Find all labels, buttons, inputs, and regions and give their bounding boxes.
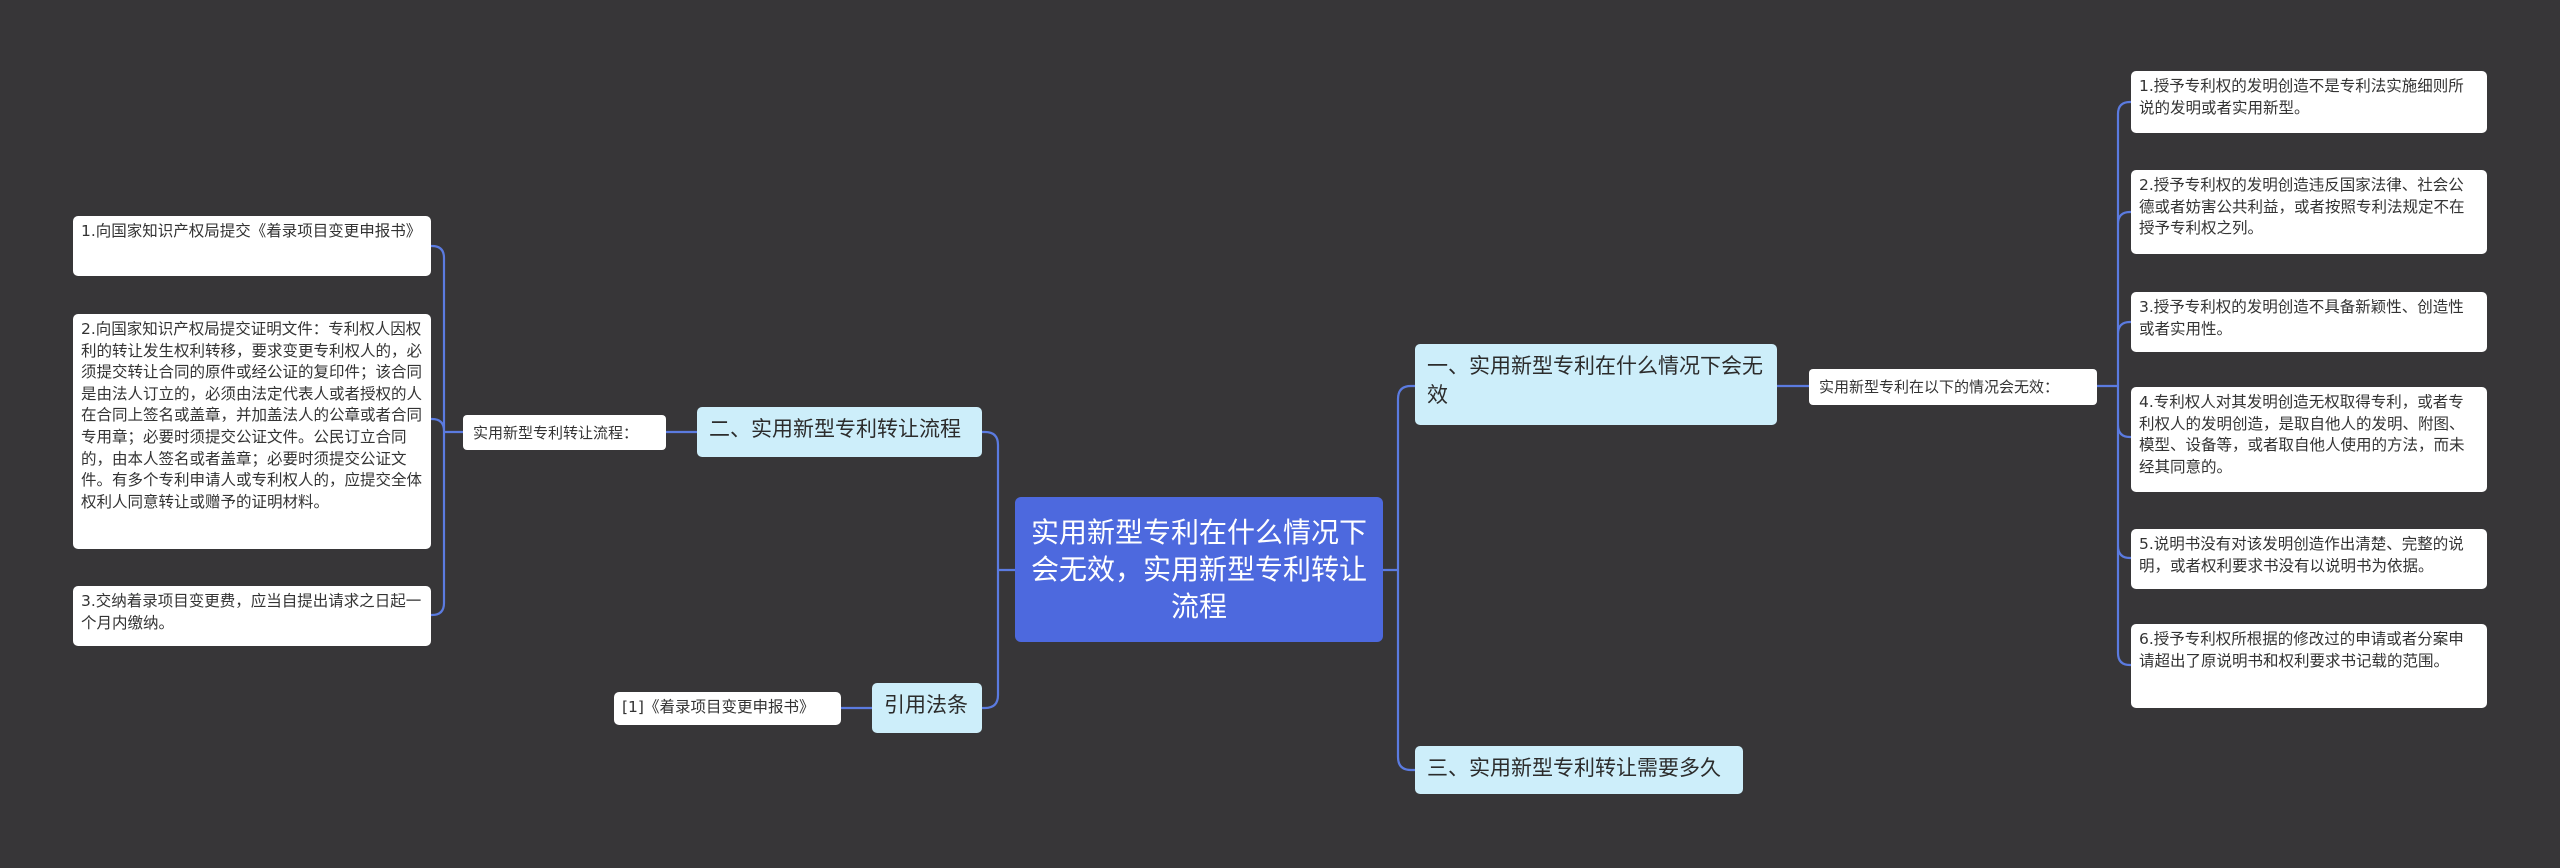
leaf-text: 1.授予专利权的发明创造不是专利法实施细则所说的发明或者实用新型。 <box>2139 77 2464 117</box>
root-topic-label: 实用新型专利在什么情况下会无效，实用新型专利转让流程 <box>1031 516 1368 623</box>
connector-root-left <box>982 430 1015 710</box>
leaf-text: [1]《着录项目变更申报书》 <box>622 698 815 716</box>
branch-label: 二、实用新型专利转让流程 <box>709 417 961 441</box>
leaf-invalid-1[interactable]: 1.授予专利权的发明创造不是专利法实施细则所说的发明或者实用新型。 <box>2131 71 2487 133</box>
branch-transfer-duration[interactable]: 三、实用新型专利转让需要多久 <box>1415 746 1743 794</box>
connector-root-right <box>1383 384 1415 772</box>
connector-sub-items <box>2097 100 2131 667</box>
leaf-text: 3.交纳着录项目变更费，应当自提出请求之日起一个月内缴纳。 <box>81 592 422 632</box>
sub-transfer-intro[interactable]: 实用新型专利转让流程： <box>463 415 666 450</box>
leaf-invalid-3[interactable]: 3.授予专利权的发明创造不具备新颖性、创造性或者实用性。 <box>2131 292 2487 352</box>
sub-invalid-intro[interactable]: 实用新型专利在以下的情况会无效： <box>1809 369 2097 405</box>
branch-transfer-process[interactable]: 二、实用新型专利转让流程 <box>697 407 982 457</box>
leaf-invalid-4[interactable]: 4.专利权人对其发明创造无权取得专利，或者专利权人的发明创造，是取自他人的发明、… <box>2131 387 2487 492</box>
sub-label: 实用新型专利在以下的情况会无效： <box>1819 378 2060 396</box>
root-topic[interactable]: 实用新型专利在什么情况下会无效，实用新型专利转让流程 <box>1015 497 1383 642</box>
leaf-invalid-6[interactable]: 6.授予专利权所根据的修改过的申请或者分案申请超出了原说明书和权利要求书记载的范… <box>2131 624 2487 708</box>
branch-label: 引用法条 <box>884 693 968 717</box>
sub-label: 实用新型专利转让流程： <box>473 424 639 442</box>
leaf-text: 3.授予专利权的发明创造不具备新颖性、创造性或者实用性。 <box>2139 298 2464 338</box>
leaf-invalid-5[interactable]: 5.说明书没有对该发明创造作出清楚、完整的说明，或者权利要求书没有以说明书为依据… <box>2131 529 2487 589</box>
leaf-text: 4.专利权人对其发明创造无权取得专利，或者专利权人的发明创造，是取自他人的发明、… <box>2139 393 2465 476</box>
leaf-process-1[interactable]: 1.向国家知识产权局提交《着录项目变更申报书》 <box>73 216 431 276</box>
leaf-text: 2.向国家知识产权局提交证明文件：专利权人因权利的转让发生权利转移，要求变更专利… <box>81 320 423 511</box>
leaf-process-3[interactable]: 3.交纳着录项目变更费，应当自提出请求之日起一个月内缴纳。 <box>73 586 431 646</box>
leaf-text: 1.向国家知识产权局提交《着录项目变更申报书》 <box>81 222 422 240</box>
leaf-reference-1[interactable]: [1]《着录项目变更申报书》 <box>614 692 841 725</box>
leaf-text: 5.说明书没有对该发明创造作出清楚、完整的说明，或者权利要求书没有以说明书为依据… <box>2139 535 2464 575</box>
leaf-text: 6.授予专利权所根据的修改过的申请或者分案申请超出了原说明书和权利要求书记载的范… <box>2139 630 2464 670</box>
branch-invalid-conditions[interactable]: 一、实用新型专利在什么情况下会无效 <box>1415 344 1777 425</box>
leaf-text: 2.授予专利权的发明创造违反国家法律、社会公德或者妨害公共利益，或者按照专利法规… <box>2139 176 2465 238</box>
branch-label: 三、实用新型专利转让需要多久 <box>1427 756 1721 780</box>
leaf-invalid-2[interactable]: 2.授予专利权的发明创造违反国家法律、社会公德或者妨害公共利益，或者按照专利法规… <box>2131 170 2487 254</box>
branch-label: 一、实用新型专利在什么情况下会无效 <box>1427 354 1763 407</box>
branch-references[interactable]: 引用法条 <box>872 683 982 733</box>
connector-leftsub-items <box>431 244 463 617</box>
leaf-process-2[interactable]: 2.向国家知识产权局提交证明文件：专利权人因权利的转让发生权利转移，要求变更专利… <box>73 314 431 549</box>
